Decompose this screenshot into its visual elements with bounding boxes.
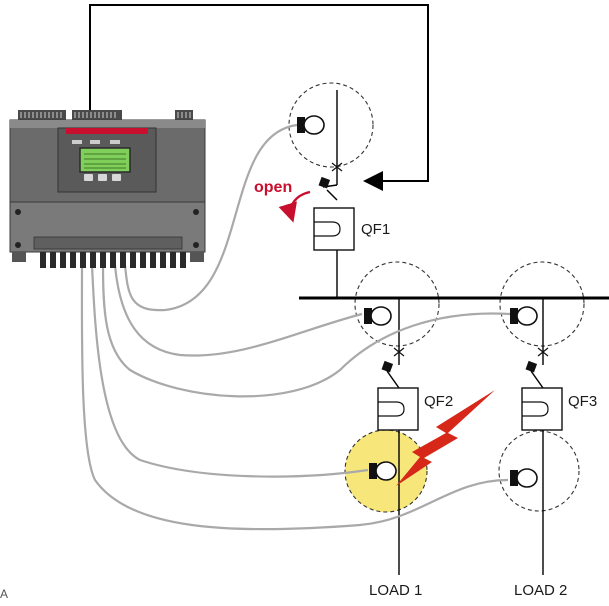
sensor-zone-qf3-load (498, 430, 580, 512)
load1-label: LOAD 1 (369, 582, 422, 599)
sensor-zone-busbar-right (499, 261, 585, 347)
sensor-zone-qf1 (288, 82, 374, 168)
keypad-button-1 (84, 174, 93, 181)
trip-command-wire (89, 4, 429, 191)
sensor-cables (80, 123, 511, 531)
breaker-qf3 (521, 387, 563, 431)
lightning-bolt-icon (396, 390, 495, 486)
keypad-button-3 (112, 174, 121, 181)
keypad-button-2 (98, 174, 107, 181)
qf1-label: QF1 (361, 221, 390, 238)
qf3-label: QF3 (568, 393, 597, 410)
curved-arrow-icon (278, 190, 311, 223)
current-sensor-icon (296, 115, 538, 488)
breaker-contacts (318, 162, 549, 389)
relay-controller (9, 110, 206, 268)
load2-label: LOAD 2 (514, 582, 567, 599)
breaker-qf2 (377, 387, 419, 431)
qf2-label: QF2 (424, 393, 453, 410)
open-label: open (254, 179, 292, 196)
breaker-qf1 (313, 207, 355, 251)
corner-label: A (0, 587, 8, 601)
power-lines (299, 90, 609, 575)
sensor-zones (288, 82, 585, 512)
sensor-zone-busbar-left (354, 261, 440, 347)
